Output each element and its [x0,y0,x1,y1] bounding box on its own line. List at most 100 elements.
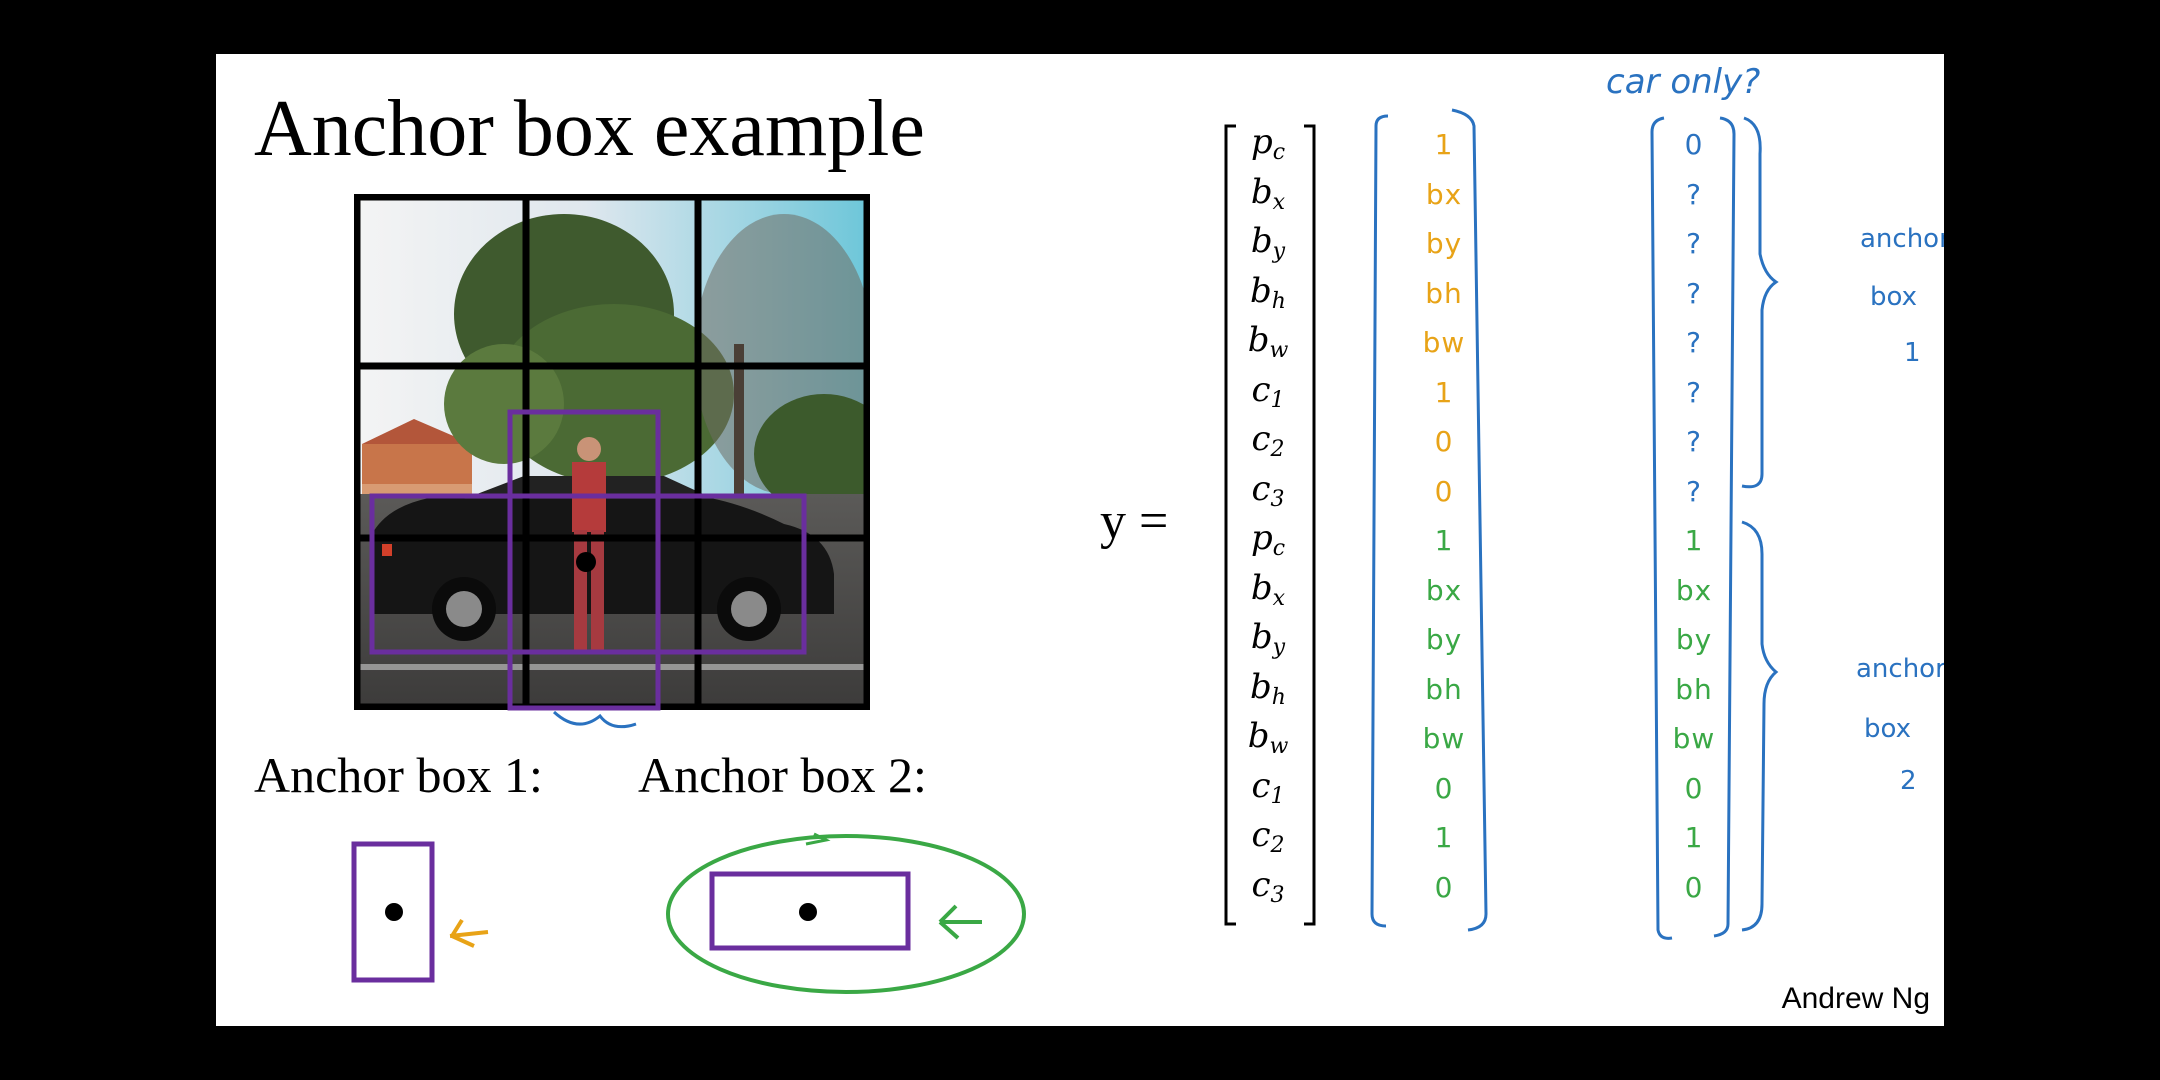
column-1-value: 0 [1434,474,1454,508]
vector-symbol-subscript: h [1271,684,1286,710]
vector-symbol: bx [1238,568,1298,611]
column-1-value: bw [1422,326,1466,359]
anchor-box-2-note-line2: box [1864,714,1911,744]
column-1-value: bh [1425,672,1463,706]
vector-symbol-subscript: 3 [1270,486,1285,512]
column-2-value: ? [1686,227,1702,260]
vector-symbol: bw [1238,320,1298,363]
anchor-box-2-dot [799,903,817,921]
anchor-box-2-shape [709,871,911,951]
slide-overlay [351,108,1779,994]
vector-symbol: by [1238,221,1298,264]
anchor-box-1-label: Anchor box 1: [254,747,543,803]
vector-symbol: pc [1238,122,1298,165]
vector-symbol-subscript: 2 [1270,833,1285,858]
vector-symbol-subscript: c [1272,536,1286,561]
slide-title: Anchor box example [254,85,925,173]
vector-symbol-subscript: 3 [1270,882,1285,908]
column-2-value: by [1675,623,1713,656]
anchor-box-2-brace [1741,520,1779,932]
vector-symbol-subscript: x [1272,189,1286,215]
orange-arrow [449,918,489,948]
column-1-value: 1 [1434,524,1454,557]
column-2-value: bx [1675,573,1713,607]
grid-image [353,193,894,711]
vector-symbol-base: c [1251,815,1271,855]
column-2-value: ? [1686,375,1702,409]
vector-symbol-subscript: 1 [1270,387,1285,413]
symbol-bracket-left [1224,124,1236,926]
vector-symbol-subscript: 1 [1270,783,1285,809]
car-bounding-box [369,493,807,655]
anchor-box-2-note-line3: 2 [1900,766,1917,796]
pedestrian-bounding-box [507,409,661,711]
vector-symbol: bh [1238,667,1298,710]
vector-symbol-subscript: c [1272,140,1286,165]
vector-symbol-base: b [1250,221,1273,261]
column2-bracket-left [1650,116,1673,940]
column-1-value: bw [1422,722,1466,755]
anchor-box-2-note-line1: anchor [1856,654,1944,684]
vector-symbol-base: b [1250,270,1272,311]
column-2-value: bh [1675,672,1713,706]
column-1-value: bh [1425,276,1463,310]
vector-symbol: c2 [1238,815,1298,858]
slide: Anchor box example [216,54,1944,1026]
vector-symbol: bx [1238,172,1298,215]
column-1-value: 1 [1434,375,1454,409]
column-1-value: 0 [1434,870,1454,904]
blue-scribble [552,710,637,729]
vector-symbol-base: b [1250,666,1272,707]
vector-symbol-base: b [1250,567,1273,608]
green-arrow [938,904,982,940]
vector-symbol-base: c [1251,419,1271,459]
vector-symbol: bw [1238,716,1298,759]
anchor-box-1-shape [351,841,435,983]
vector-symbol-subscript: y [1272,635,1286,660]
column-1-value: by [1425,623,1463,656]
car-only-note: car only? [1606,62,1761,102]
vector-symbol-base: p [1250,518,1273,558]
vector-symbol: c1 [1238,766,1298,809]
column-2-value: ? [1686,276,1702,310]
vector-symbol: bh [1238,271,1298,314]
symbol-bracket-right [1304,124,1316,926]
anchor-box-2-label: Anchor box 2: [638,747,927,803]
vector-symbol-base: b [1250,171,1273,212]
vector-symbol-base: b [1247,716,1270,756]
vector-symbol-subscript: 2 [1270,437,1285,462]
scene-illustration [353,193,894,711]
vector-symbol: c2 [1238,419,1298,462]
vector-symbol: pc [1238,518,1298,561]
column-2-value: ? [1686,177,1702,211]
vector-symbol: c3 [1238,865,1298,908]
column-2-value: ? [1686,326,1702,359]
midpoint-dot [576,552,596,572]
column-2-value: ? [1686,425,1702,458]
vector-symbol-subscript: w [1269,734,1289,759]
vector-symbol-subscript: h [1271,288,1286,314]
anchor-box-1-note-line3: 1 [1904,338,1921,368]
vector-symbol-base: c [1251,765,1271,806]
anchor-box-1-note-line2: box [1870,282,1917,312]
y-equals-label: y = [1100,493,1169,550]
column-2-value: 0 [1684,771,1704,805]
vector-symbol-base: b [1250,617,1273,657]
vector-symbol: c3 [1238,469,1298,512]
vector-symbol-base: b [1247,320,1270,360]
column-2-value: 0 [1684,870,1704,904]
column-1-value: 1 [1434,128,1454,161]
green-ellipse [666,834,1026,994]
column-1-value: 1 [1434,821,1454,854]
column-1-value: bx [1425,177,1463,211]
vector-symbol-subscript: x [1272,585,1286,611]
anchor-box-1-brace [1741,116,1779,489]
column-2-value: 1 [1684,524,1704,557]
column-2-value: 1 [1684,821,1704,854]
column-2-value: 0 [1684,128,1704,161]
column-1-value: by [1425,227,1463,260]
column-1-value: 0 [1434,771,1454,805]
vector-symbol-subscript: w [1269,338,1289,363]
column-2-value: ? [1686,474,1702,508]
column-1-value: 0 [1434,425,1454,458]
